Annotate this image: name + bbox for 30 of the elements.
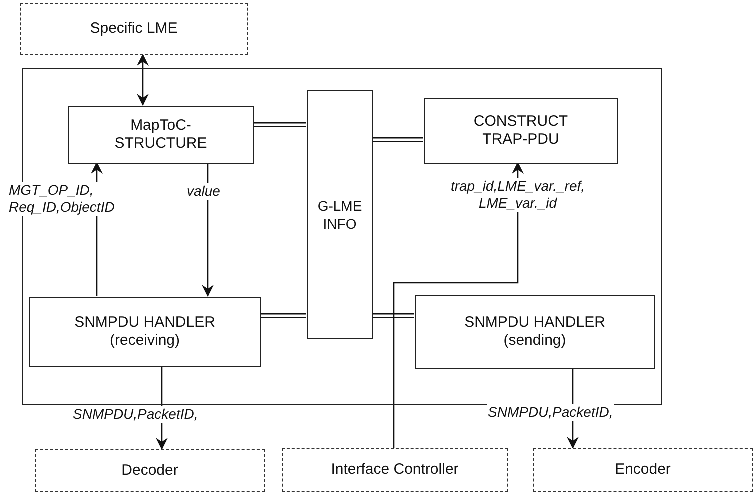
connector-line — [260, 314, 306, 318]
external-module-box — [35, 449, 265, 492]
node-text: Decoder — [122, 462, 178, 480]
process-box — [68, 106, 254, 164]
arrow — [202, 163, 214, 297]
connector-line — [372, 138, 423, 142]
node-text: CONSTRUCT TRAP-PDU — [472, 113, 570, 149]
connector-line — [253, 122, 306, 128]
external-module-box — [20, 3, 248, 55]
process-box — [424, 98, 618, 164]
node-text: G-LME INFO — [316, 196, 364, 232]
node-text: Encoder — [615, 461, 671, 479]
edge-label: SNMPDU,PacketID, — [72, 406, 200, 423]
process-box — [29, 297, 261, 367]
node-text: SNMPDU HANDLER — [74, 314, 216, 332]
node-text: (receiving) — [110, 332, 180, 350]
node-text: SNMPDU HANDLER — [464, 314, 606, 332]
node-text: MapToC-STRUCTURE — [114, 117, 208, 153]
edge-label: SNMPDU,PacketID, — [487, 404, 614, 421]
arrow — [137, 54, 149, 106]
node-text: Interface Controller — [331, 461, 459, 479]
external-module-box — [533, 448, 753, 492]
process-box — [307, 90, 373, 339]
arrow — [393, 162, 524, 448]
node-text: Specific LME — [90, 20, 178, 38]
connector-line — [372, 314, 414, 318]
process-box — [415, 295, 655, 369]
external-module-box — [282, 448, 508, 492]
node-text: (sending) — [504, 332, 566, 350]
edge-label: value — [186, 183, 222, 200]
